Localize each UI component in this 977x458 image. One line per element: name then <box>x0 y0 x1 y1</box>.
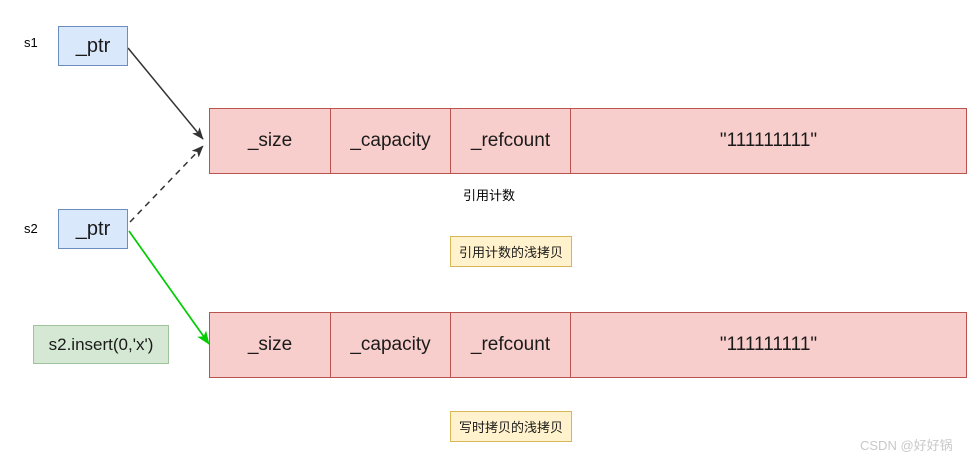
variable-label-s1: s1 <box>24 35 38 50</box>
s2-ptr-text: _ptr <box>75 217 111 240</box>
s2-ptr-box[interactable]: _ptr <box>58 209 128 249</box>
s1-ptr-box[interactable]: _ptr <box>58 26 128 66</box>
copied-cell-capacity: _capacity <box>331 313 451 377</box>
variable-label-s2: s2 <box>24 221 38 236</box>
badge-cow-shallow-copy: 写时拷贝的浅拷贝 <box>450 411 573 442</box>
badge-refcount-shallow-copy: 引用计数的浅拷贝 <box>450 236 573 267</box>
insert-call-box[interactable]: s2.insert(0,'x') <box>33 325 169 364</box>
shared-cell-refcount: _refcount <box>451 109 571 173</box>
arrow-s1-to-shared-block <box>127 47 204 140</box>
arrow-s2-to-shared-block <box>129 145 204 223</box>
badge-cow-shallow-copy-text: 写时拷贝的浅拷贝 <box>450 411 573 442</box>
shared-cell-size: _size <box>210 109 331 173</box>
copied-cell-string: "111111111" <box>719 334 818 355</box>
refcount-caption: 引用计数 <box>462 188 515 203</box>
copied-cell-refcount: _refcount <box>451 313 571 377</box>
copied-cell-size: _size <box>210 313 331 377</box>
shared-cell-string: "111111111" <box>719 130 818 151</box>
badge-refcount-shallow-copy-text: 引用计数的浅拷贝 <box>450 236 573 267</box>
shared-cell-capacity: _capacity <box>331 109 451 173</box>
insert-call-text: s2.insert(0,'x') <box>48 334 154 354</box>
shared-memory-block: _size _capacity _refcount "111111111" <box>209 108 967 174</box>
copied-memory-block: _size _capacity _refcount "111111111" <box>209 312 967 378</box>
s1-ptr-text: _ptr <box>75 34 111 57</box>
csdn-watermark: CSDN @好好锅 <box>860 438 953 453</box>
